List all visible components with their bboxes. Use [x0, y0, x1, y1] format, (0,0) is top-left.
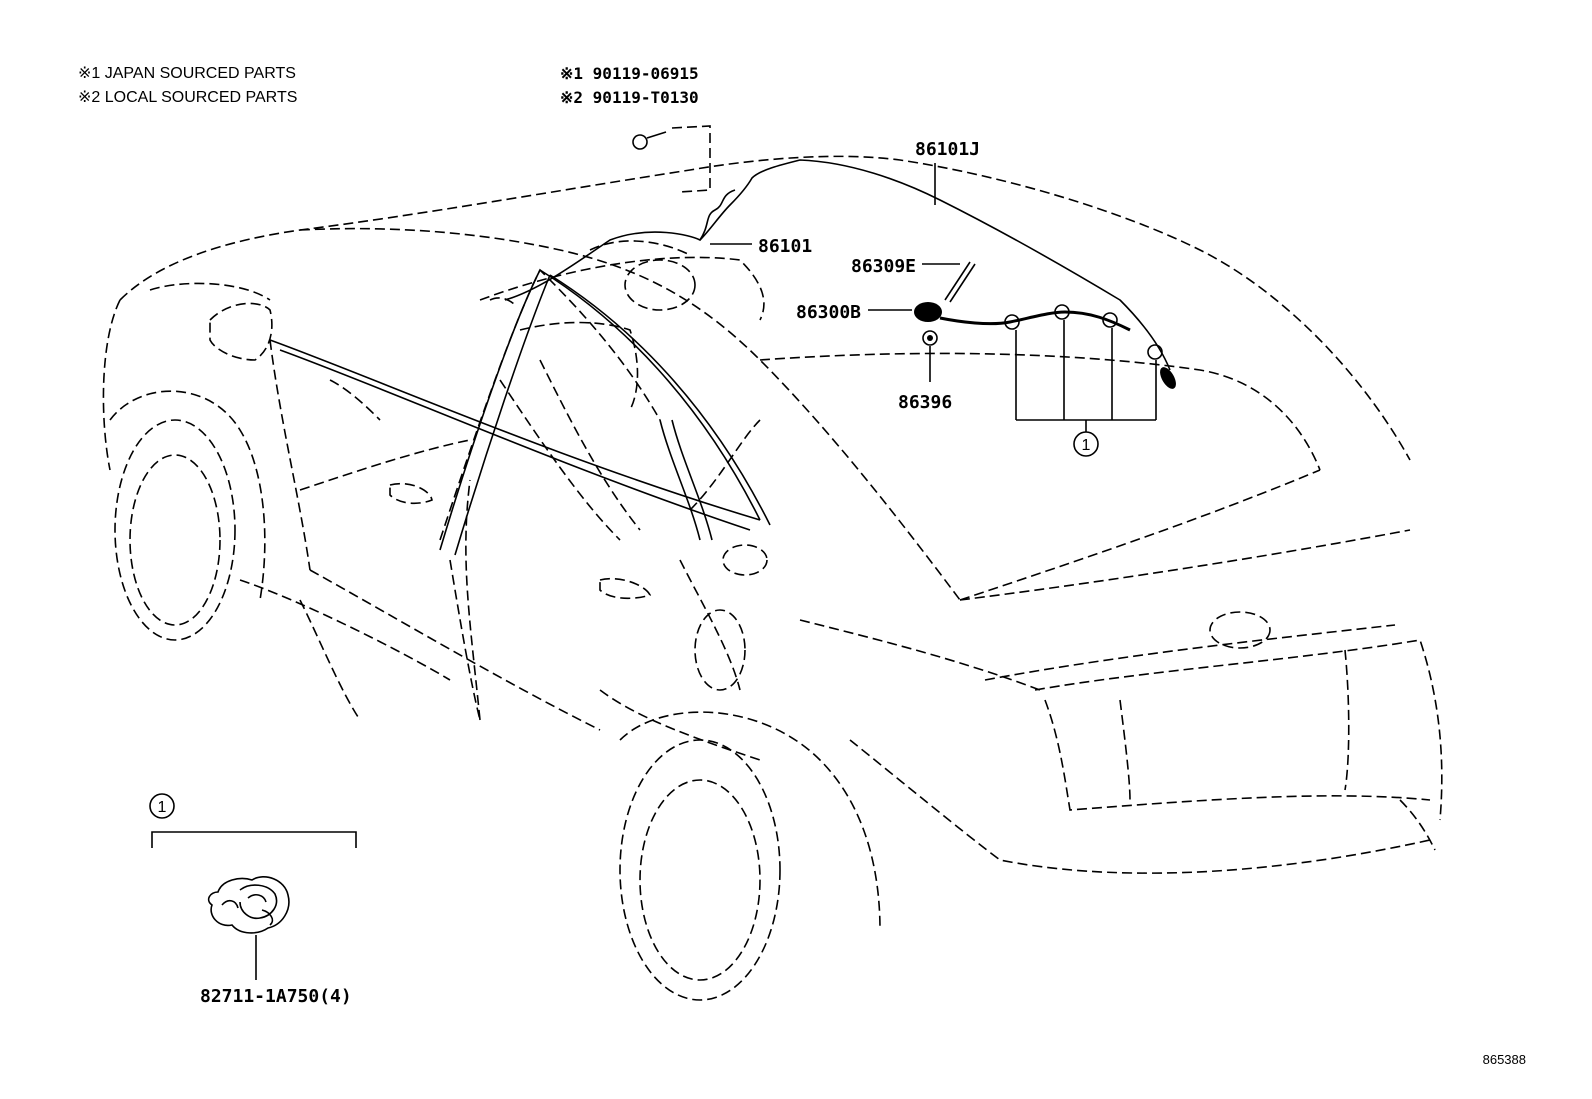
- clamp-group-callout: 1: [1073, 431, 1099, 457]
- leader-lines: [710, 163, 1157, 432]
- label-86396: 86396: [898, 392, 952, 413]
- legend-japan-sourced: ※1 JAPAN SOURCED PARTS: [78, 65, 296, 82]
- label-86101: 86101: [758, 236, 812, 257]
- cord-connector-icon: [1160, 367, 1176, 389]
- figure-reference-number: 865388: [1482, 1052, 1526, 1067]
- antenna-pole-icon: [944, 261, 971, 301]
- antenna-base-icon: [914, 302, 942, 322]
- screw-part-local: ※2 90119-T0130: [560, 88, 699, 107]
- clamp-part-icon: [207, 876, 290, 934]
- antenna-cord-wire: [504, 159, 1171, 371]
- screw-assembly: [632, 125, 711, 193]
- clamp-detail-number: 1: [158, 799, 167, 816]
- label-86309E: 86309E: [851, 256, 916, 277]
- screw-part-note: ※1 90119-06915 ※2 90119-T0130: [560, 62, 699, 110]
- antenna-assembly: [914, 261, 1176, 389]
- legend-local-sourced: ※2 LOCAL SOURCED PARTS: [78, 89, 298, 106]
- clamp-icon: [1004, 314, 1020, 330]
- legend: ※1 JAPAN SOURCED PARTS ※2 LOCAL SOURCED …: [78, 62, 297, 110]
- label-86300B: 86300B: [796, 302, 861, 323]
- screw-icon: [632, 134, 648, 150]
- clamp-group-number: 1: [1082, 437, 1091, 454]
- clamp-detail: 1 82711-1A750(4): [149, 793, 357, 1007]
- label-86101J: 86101J: [915, 139, 980, 160]
- label-82711-1A750: 82711-1A750(4): [200, 986, 352, 1007]
- car-body-outline: [102, 155, 1443, 1001]
- screw-part-japan: ※1 90119-06915: [560, 64, 699, 83]
- antenna-nut-icon: [922, 330, 938, 346]
- clamp-icon: [1147, 344, 1163, 360]
- clamp-icon: [1102, 312, 1118, 328]
- clamp-icon: [1054, 304, 1070, 320]
